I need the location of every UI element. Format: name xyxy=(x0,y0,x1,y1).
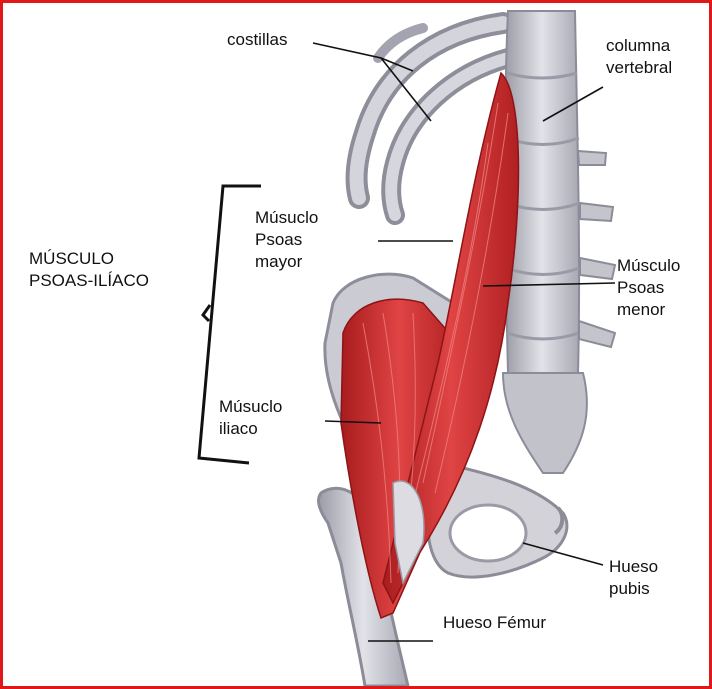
label-psoas-menor: Músculo Psoas menor xyxy=(617,255,680,321)
label-hueso-pubis: Hueso pubis xyxy=(609,556,658,600)
anatomy-illustration xyxy=(3,3,709,686)
label-costillas: costillas xyxy=(227,29,287,51)
label-psoas-mayor: Músuclo Psoas mayor xyxy=(255,207,318,273)
label-columna-vertebral: columna vertebral xyxy=(606,35,672,79)
label-iliaco: Músuclo iliaco xyxy=(219,396,282,440)
vertebral-column xyxy=(503,11,615,473)
label-hueso-femur: Hueso Fémur xyxy=(443,612,546,634)
label-psoas-iliaco: MÚSCULO PSOAS-ILÍACO xyxy=(29,248,149,292)
